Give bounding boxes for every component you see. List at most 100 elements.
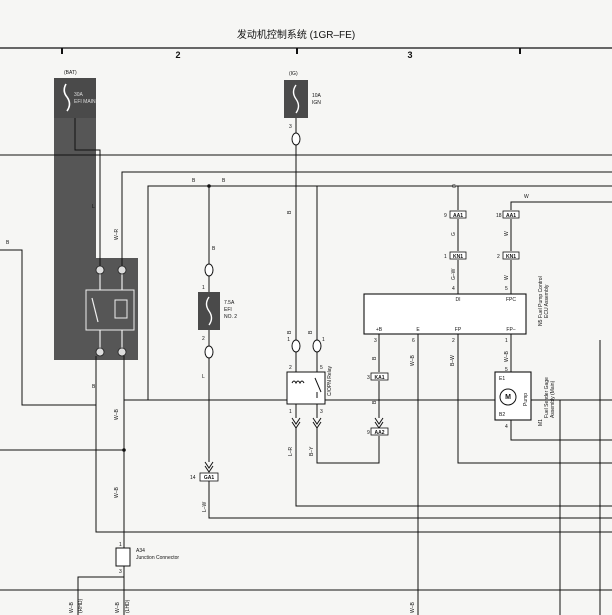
svg-text:1: 1 <box>444 254 447 260</box>
svg-text:L–W: L–W <box>202 501 208 512</box>
svg-text:W–R: W–R <box>114 229 120 241</box>
svg-text:W–B: W–B <box>410 602 416 614</box>
svg-text:B: B <box>192 178 196 184</box>
relay-coil-icon <box>291 380 305 385</box>
svg-text:FPC: FPC <box>506 297 516 303</box>
connector-icon <box>204 345 214 359</box>
svg-text:B: B <box>287 330 293 334</box>
svg-text:4: 4 <box>505 424 508 430</box>
connector-ka1 <box>370 372 389 381</box>
svg-text:Assembly (Main): Assembly (Main) <box>550 380 556 418</box>
svg-text:B: B <box>287 210 293 214</box>
fuse-icon <box>205 296 213 326</box>
efi-no2-fuse <box>198 292 220 330</box>
svg-text:EFI: EFI <box>224 307 232 313</box>
svg-text:N5: N5 <box>538 319 544 326</box>
svg-text:3: 3 <box>119 569 122 575</box>
fuel-pump-control-ecu: DI FPC +B E FP FP– N5 Fuel Pump Control … <box>363 276 550 335</box>
arrow-icon <box>204 461 214 473</box>
motor-icon <box>499 388 517 406</box>
svg-text:C/OPN Relay: C/OPN Relay <box>327 365 333 396</box>
column-number: 2 <box>175 50 180 60</box>
svg-text:2: 2 <box>289 365 292 371</box>
svg-text:(LHD): (LHD) <box>125 599 131 613</box>
efi2-branch-wires <box>147 185 612 519</box>
svg-text:+B: +B <box>376 327 383 333</box>
ecu-output-wires <box>417 334 612 615</box>
svg-text:W–B: W–B <box>115 602 121 614</box>
junction-connector-a34: 1 3 A34 Junction Connector <box>115 542 179 575</box>
circuit-opening-relay: 1 1 2 5 C/OPN Relay 1 3 <box>286 337 333 429</box>
svg-text:NO. 2: NO. 2 <box>224 314 237 320</box>
svg-text:KA1: KA1 <box>374 375 384 381</box>
fuel-pump-assembly: E1 B2 M Pump M1 Fuel Sender Gage Assembl… <box>494 371 556 426</box>
svg-text:B: B <box>6 240 10 246</box>
relay-switch-icon <box>91 297 99 323</box>
svg-text:2: 2 <box>497 254 500 260</box>
svg-text:G: G <box>452 184 456 190</box>
arrow-icon <box>374 417 384 429</box>
splice-point <box>122 448 126 452</box>
svg-text:B–Y: B–Y <box>309 446 315 456</box>
connector-icon <box>204 263 214 277</box>
connector-ga1 <box>199 472 219 482</box>
svg-text:1: 1 <box>287 337 290 343</box>
column-number: 3 <box>407 50 412 60</box>
diagram-title: 发动机控制系统 (1GR–FE) <box>237 28 355 41</box>
svg-text:E: E <box>416 327 420 333</box>
relay-switch-icon <box>314 377 322 398</box>
svg-text:4: 4 <box>452 286 455 292</box>
svg-text:2: 2 <box>452 338 455 344</box>
svg-text:W: W <box>524 194 529 200</box>
svg-text:ECU Assembly: ECU Assembly <box>544 284 550 318</box>
connector-kn1 <box>449 251 467 260</box>
svg-text:L: L <box>202 374 205 380</box>
svg-text:1: 1 <box>119 542 122 548</box>
terminal-icon <box>95 347 105 357</box>
fuse-source-label: (IG) <box>289 71 298 77</box>
svg-text:1: 1 <box>289 409 292 415</box>
svg-text:W–B: W–B <box>410 355 416 367</box>
svg-text:1: 1 <box>322 337 325 343</box>
svg-text:W: W <box>504 231 510 236</box>
svg-text:9: 9 <box>444 213 447 219</box>
junction-output-wires <box>0 566 612 615</box>
svg-text:3: 3 <box>289 124 292 130</box>
ign-fuse <box>284 80 308 118</box>
svg-text:FP: FP <box>455 327 462 333</box>
svg-text:GA1: GA1 <box>204 475 215 481</box>
relay-coil-icon <box>114 299 128 319</box>
svg-text:B: B <box>308 330 314 334</box>
svg-text:AA1: AA1 <box>453 213 463 219</box>
svg-text:(RHD): (RHD) <box>78 599 84 613</box>
arrow-icon <box>291 417 301 429</box>
svg-text:14: 14 <box>190 475 196 481</box>
relay-output-wires <box>295 428 612 507</box>
efi-main-relay <box>85 265 135 357</box>
svg-text:B: B <box>222 178 226 184</box>
svg-text:6: 6 <box>412 338 415 344</box>
svg-text:DI: DI <box>456 297 461 303</box>
svg-text:EFI MAIN: EFI MAIN <box>74 99 96 105</box>
svg-text:M1: M1 <box>538 419 544 426</box>
ig-branch-wires <box>295 118 318 340</box>
svg-text:FP–: FP– <box>506 327 515 333</box>
svg-text:5: 5 <box>320 365 323 371</box>
svg-text:1: 1 <box>505 338 508 344</box>
connector-aa2 <box>370 427 389 436</box>
svg-text:W–B: W–B <box>114 487 120 499</box>
terminal-icon <box>117 347 127 357</box>
svg-text:IGN: IGN <box>312 100 321 106</box>
svg-text:A34: A34 <box>136 548 145 554</box>
svg-text:B2: B2 <box>499 412 505 418</box>
svg-text:G: G <box>451 232 457 236</box>
splice-point <box>207 184 211 188</box>
svg-text:KN1: KN1 <box>506 254 516 260</box>
svg-text:9: 9 <box>367 430 370 436</box>
svg-text:Junction Connector: Junction Connector <box>136 555 179 561</box>
connector-aa1 <box>502 210 520 219</box>
svg-text:W–B: W–B <box>504 351 510 363</box>
fuse-icon <box>292 84 300 114</box>
